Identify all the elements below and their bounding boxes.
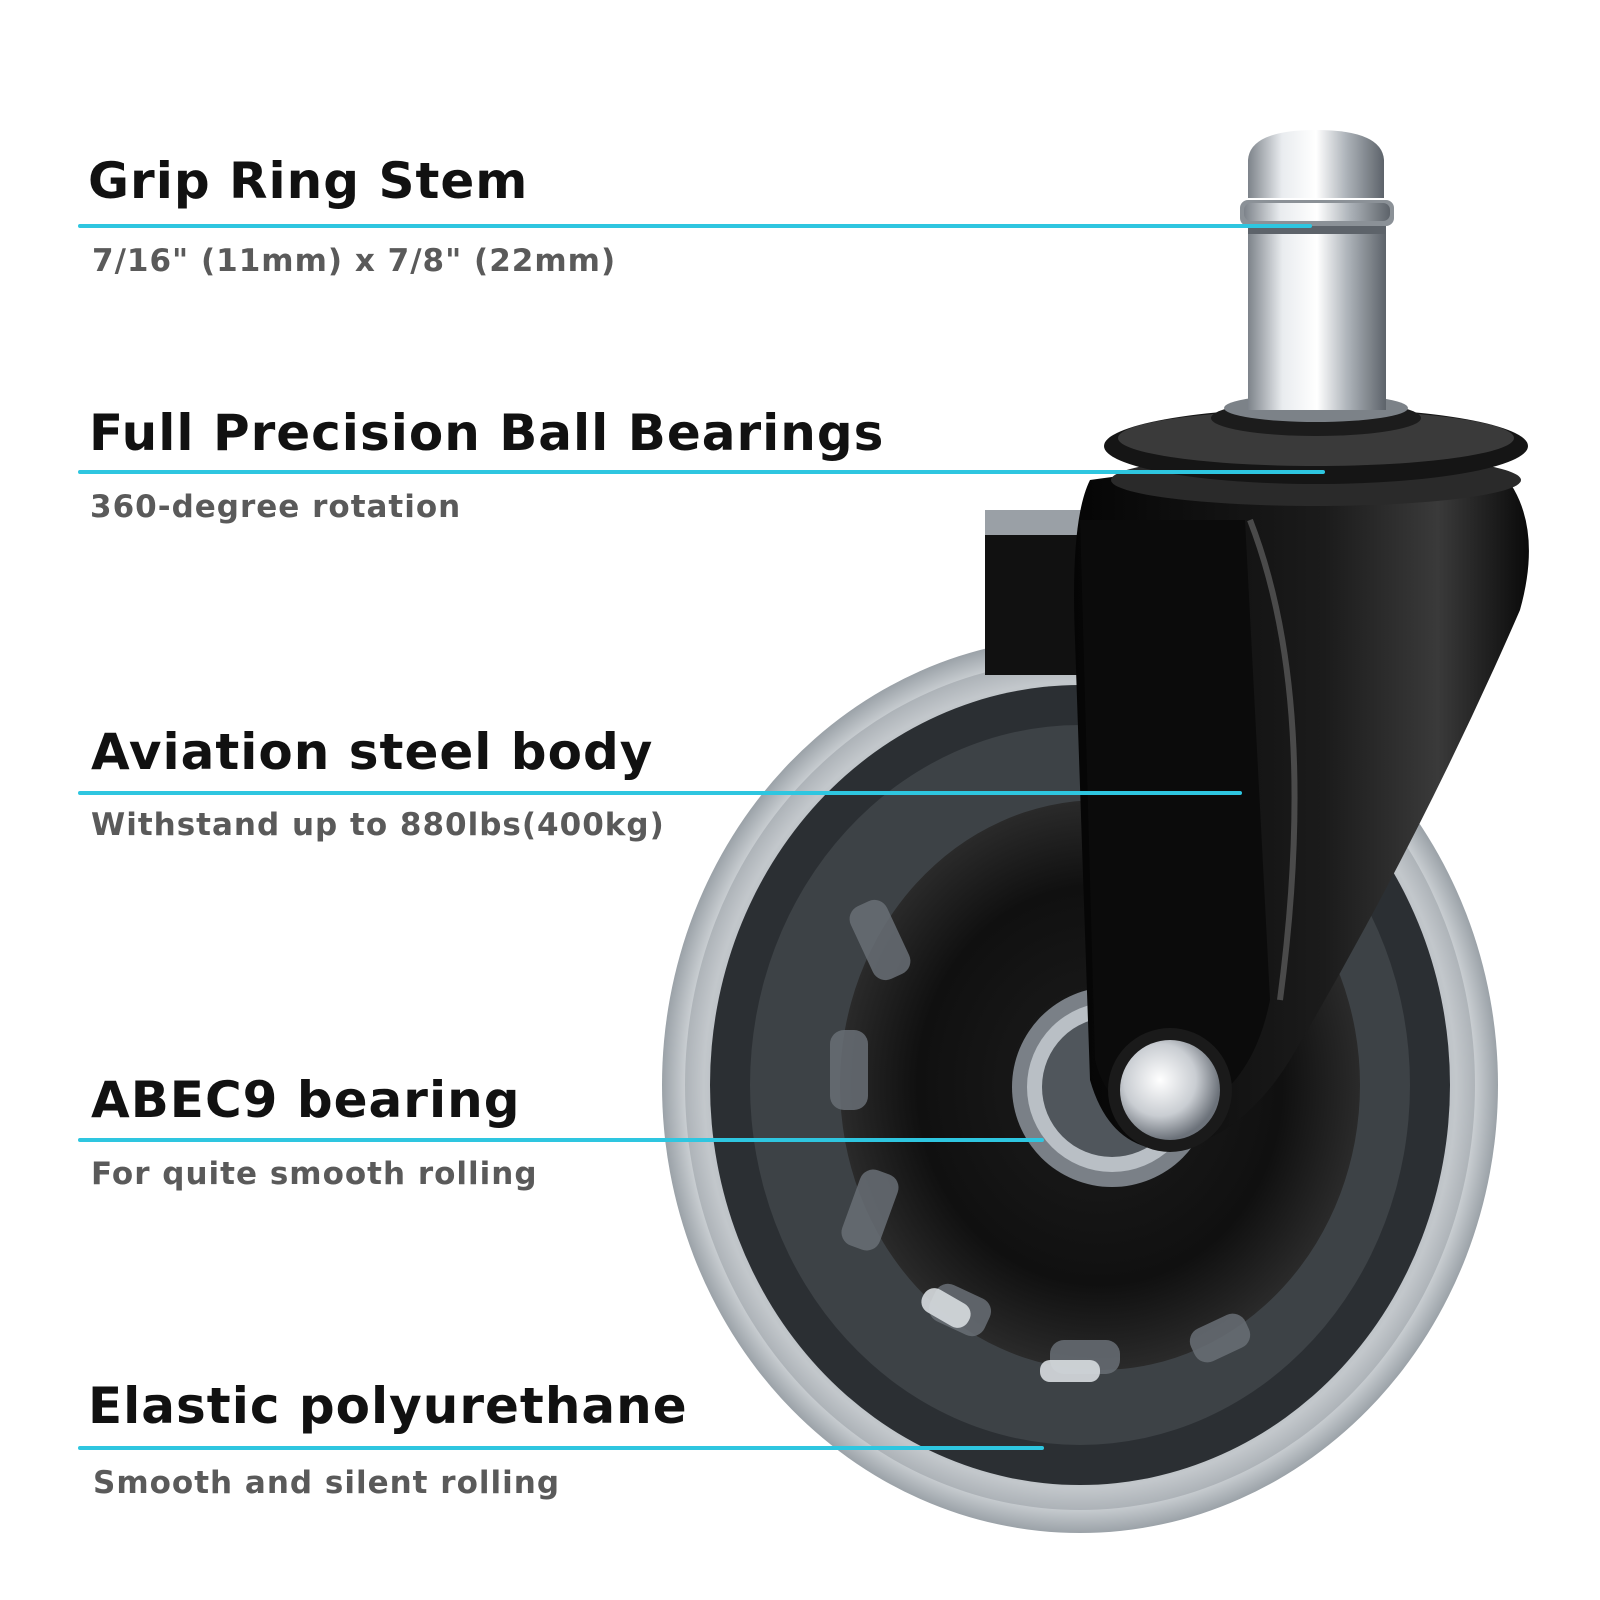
callout-leader-line [78,1138,1044,1142]
callout-subtitle-stem-size: 7/16" (11mm) x 7/8" (22mm) [92,243,617,279]
callout-subtitle-load-capacity: Withstand up to 880lbs(400kg) [91,807,665,843]
callout-title-abec9-bearing: ABEC9 bearing [91,1071,521,1129]
grip-ring-stem [1240,130,1394,410]
callout-title-steel-body: Aviation steel body [91,723,654,781]
callout-subtitle-silent-rolling: Smooth and silent rolling [93,1465,561,1501]
callout-subtitle-smooth-rolling: For quite smooth rolling [91,1156,538,1192]
callout-title-polyurethane: Elastic polyurethane [88,1377,688,1435]
steel-fork-body [985,462,1529,1150]
callout-leader-line [78,1446,1044,1450]
callout-leader-line [78,791,1242,795]
callout-title-grip-ring-stem: Grip Ring Stem [88,152,529,210]
callout-title-ball-bearings: Full Precision Ball Bearings [89,404,885,462]
swivel-bearing-plate [1104,394,1528,506]
callout-subtitle-rotation: 360-degree rotation [90,489,462,525]
callout-leader-line [78,470,1325,474]
axle-bolt [1108,1028,1232,1152]
callout-leader-line [78,224,1312,228]
